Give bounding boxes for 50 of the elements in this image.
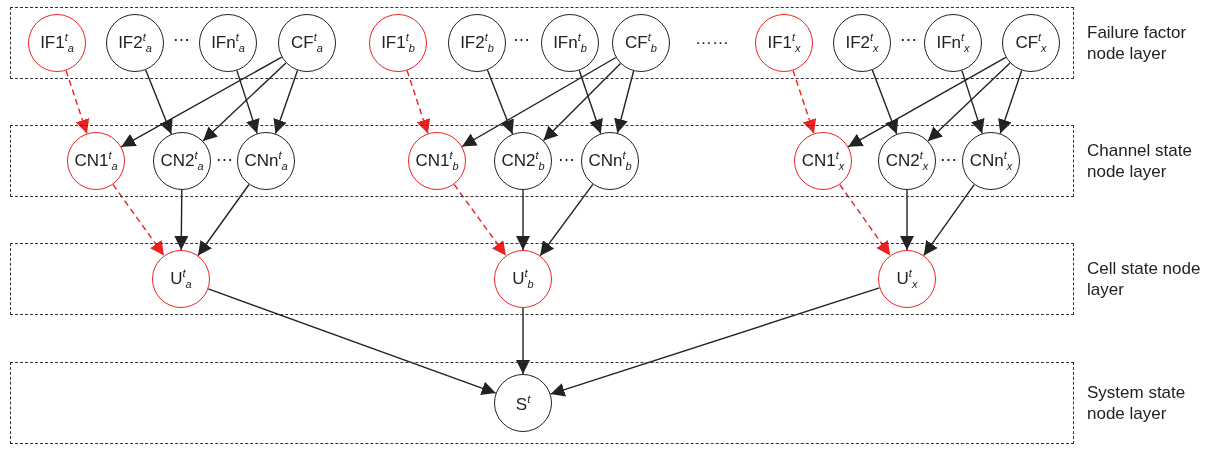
arrow <box>792 69 817 135</box>
arrow <box>453 183 507 257</box>
layer-label: Channel state node layer <box>1087 140 1193 182</box>
arrow <box>539 183 594 257</box>
node-circle <box>408 132 466 190</box>
arrow <box>197 183 250 257</box>
arrow <box>998 69 1023 135</box>
layer-label: Failure factor node layer <box>1087 22 1188 64</box>
arrow <box>120 56 283 148</box>
arrow <box>839 183 891 257</box>
layer-label: Cell state node layer <box>1087 258 1202 300</box>
ellipsis-mark: ⋯ <box>939 148 957 170</box>
arrow <box>927 62 1011 142</box>
arrow <box>406 69 431 135</box>
node-circle <box>878 250 936 308</box>
arrow <box>202 62 287 142</box>
node-circle <box>152 250 210 308</box>
arrow <box>516 189 530 251</box>
arrow <box>542 62 622 142</box>
arrow <box>923 183 975 257</box>
ellipsis-mark: ⋯ <box>172 28 190 50</box>
arrow <box>516 307 530 375</box>
arrow <box>900 189 914 251</box>
ellipsis-mark: …… <box>695 29 729 49</box>
layer-label: System state node layer <box>1087 382 1187 424</box>
arrow <box>174 189 189 251</box>
arrow <box>273 69 299 135</box>
arrow <box>112 183 165 257</box>
node-label: S$^{t}$ <box>515 393 531 413</box>
arrow <box>578 69 603 135</box>
arrow <box>236 69 260 135</box>
ellipsis-mark: ⋯ <box>512 28 530 50</box>
arrow <box>145 69 173 135</box>
node-circle <box>67 132 125 190</box>
node-circle <box>878 132 936 190</box>
ellipsis-mark: ⋯ <box>899 28 917 50</box>
arrow <box>847 56 1007 148</box>
node-circle <box>153 132 211 190</box>
arrow <box>961 69 985 135</box>
arrow <box>549 287 881 397</box>
arrow <box>65 69 90 135</box>
ellipsis-mark: ⋯ <box>557 148 575 170</box>
arrow <box>614 70 635 134</box>
node-circle <box>794 132 852 190</box>
arrow <box>871 69 899 135</box>
arrow <box>486 69 514 135</box>
arrow <box>461 56 617 148</box>
node-circle <box>494 250 552 308</box>
arrow <box>207 288 497 395</box>
ellipsis-mark: ⋯ <box>215 148 233 170</box>
